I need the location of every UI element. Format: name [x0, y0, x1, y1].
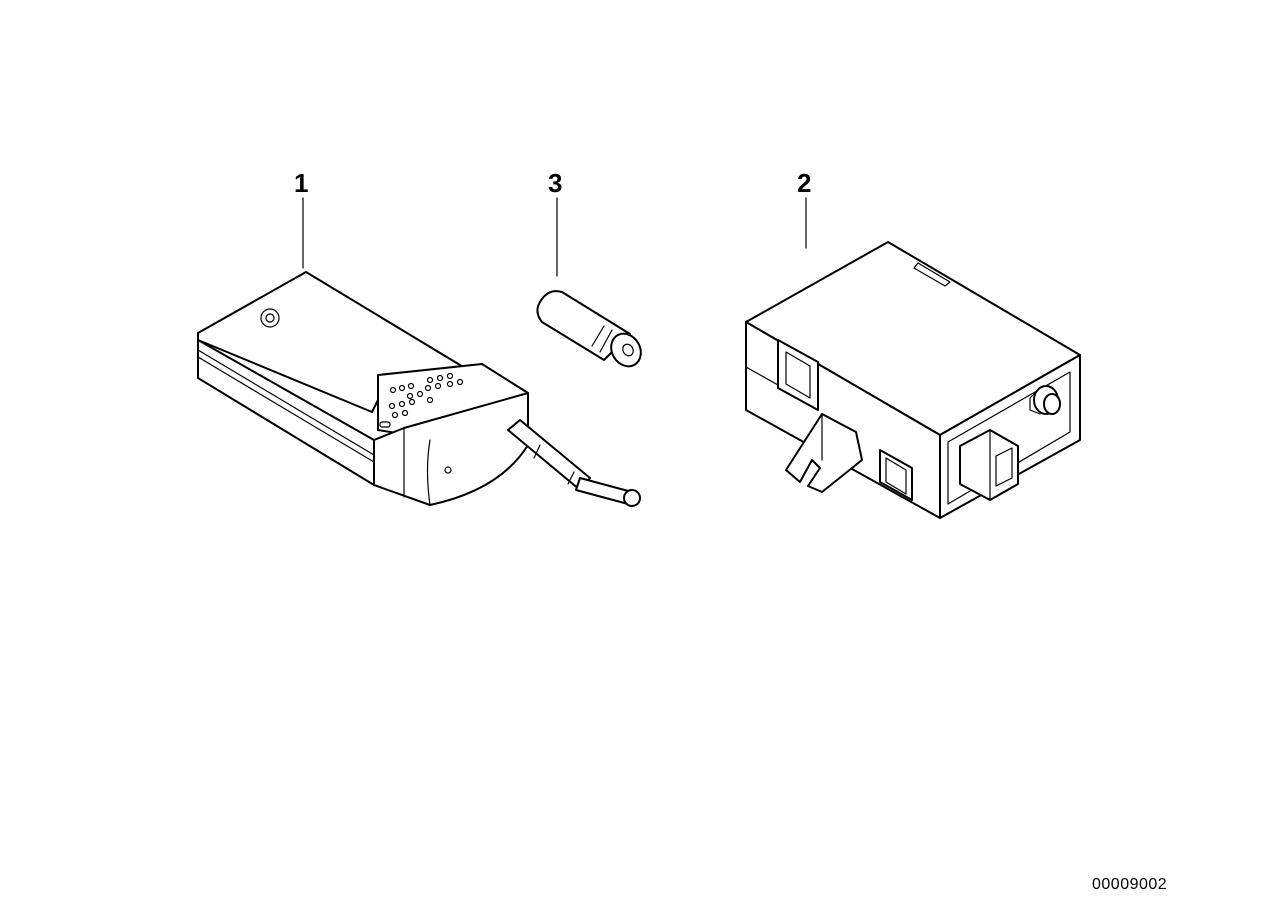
diagram-reference-number: 00009002: [1092, 876, 1168, 893]
callout-1: 1: [294, 168, 309, 198]
callout-2: 2: [797, 168, 812, 198]
receiver-control-unit: [745, 241, 1081, 519]
callout-3: 3: [548, 168, 563, 198]
remote-control-handset: [197, 271, 641, 507]
battery: [536, 290, 642, 368]
keypad-buttons: [379, 372, 464, 428]
